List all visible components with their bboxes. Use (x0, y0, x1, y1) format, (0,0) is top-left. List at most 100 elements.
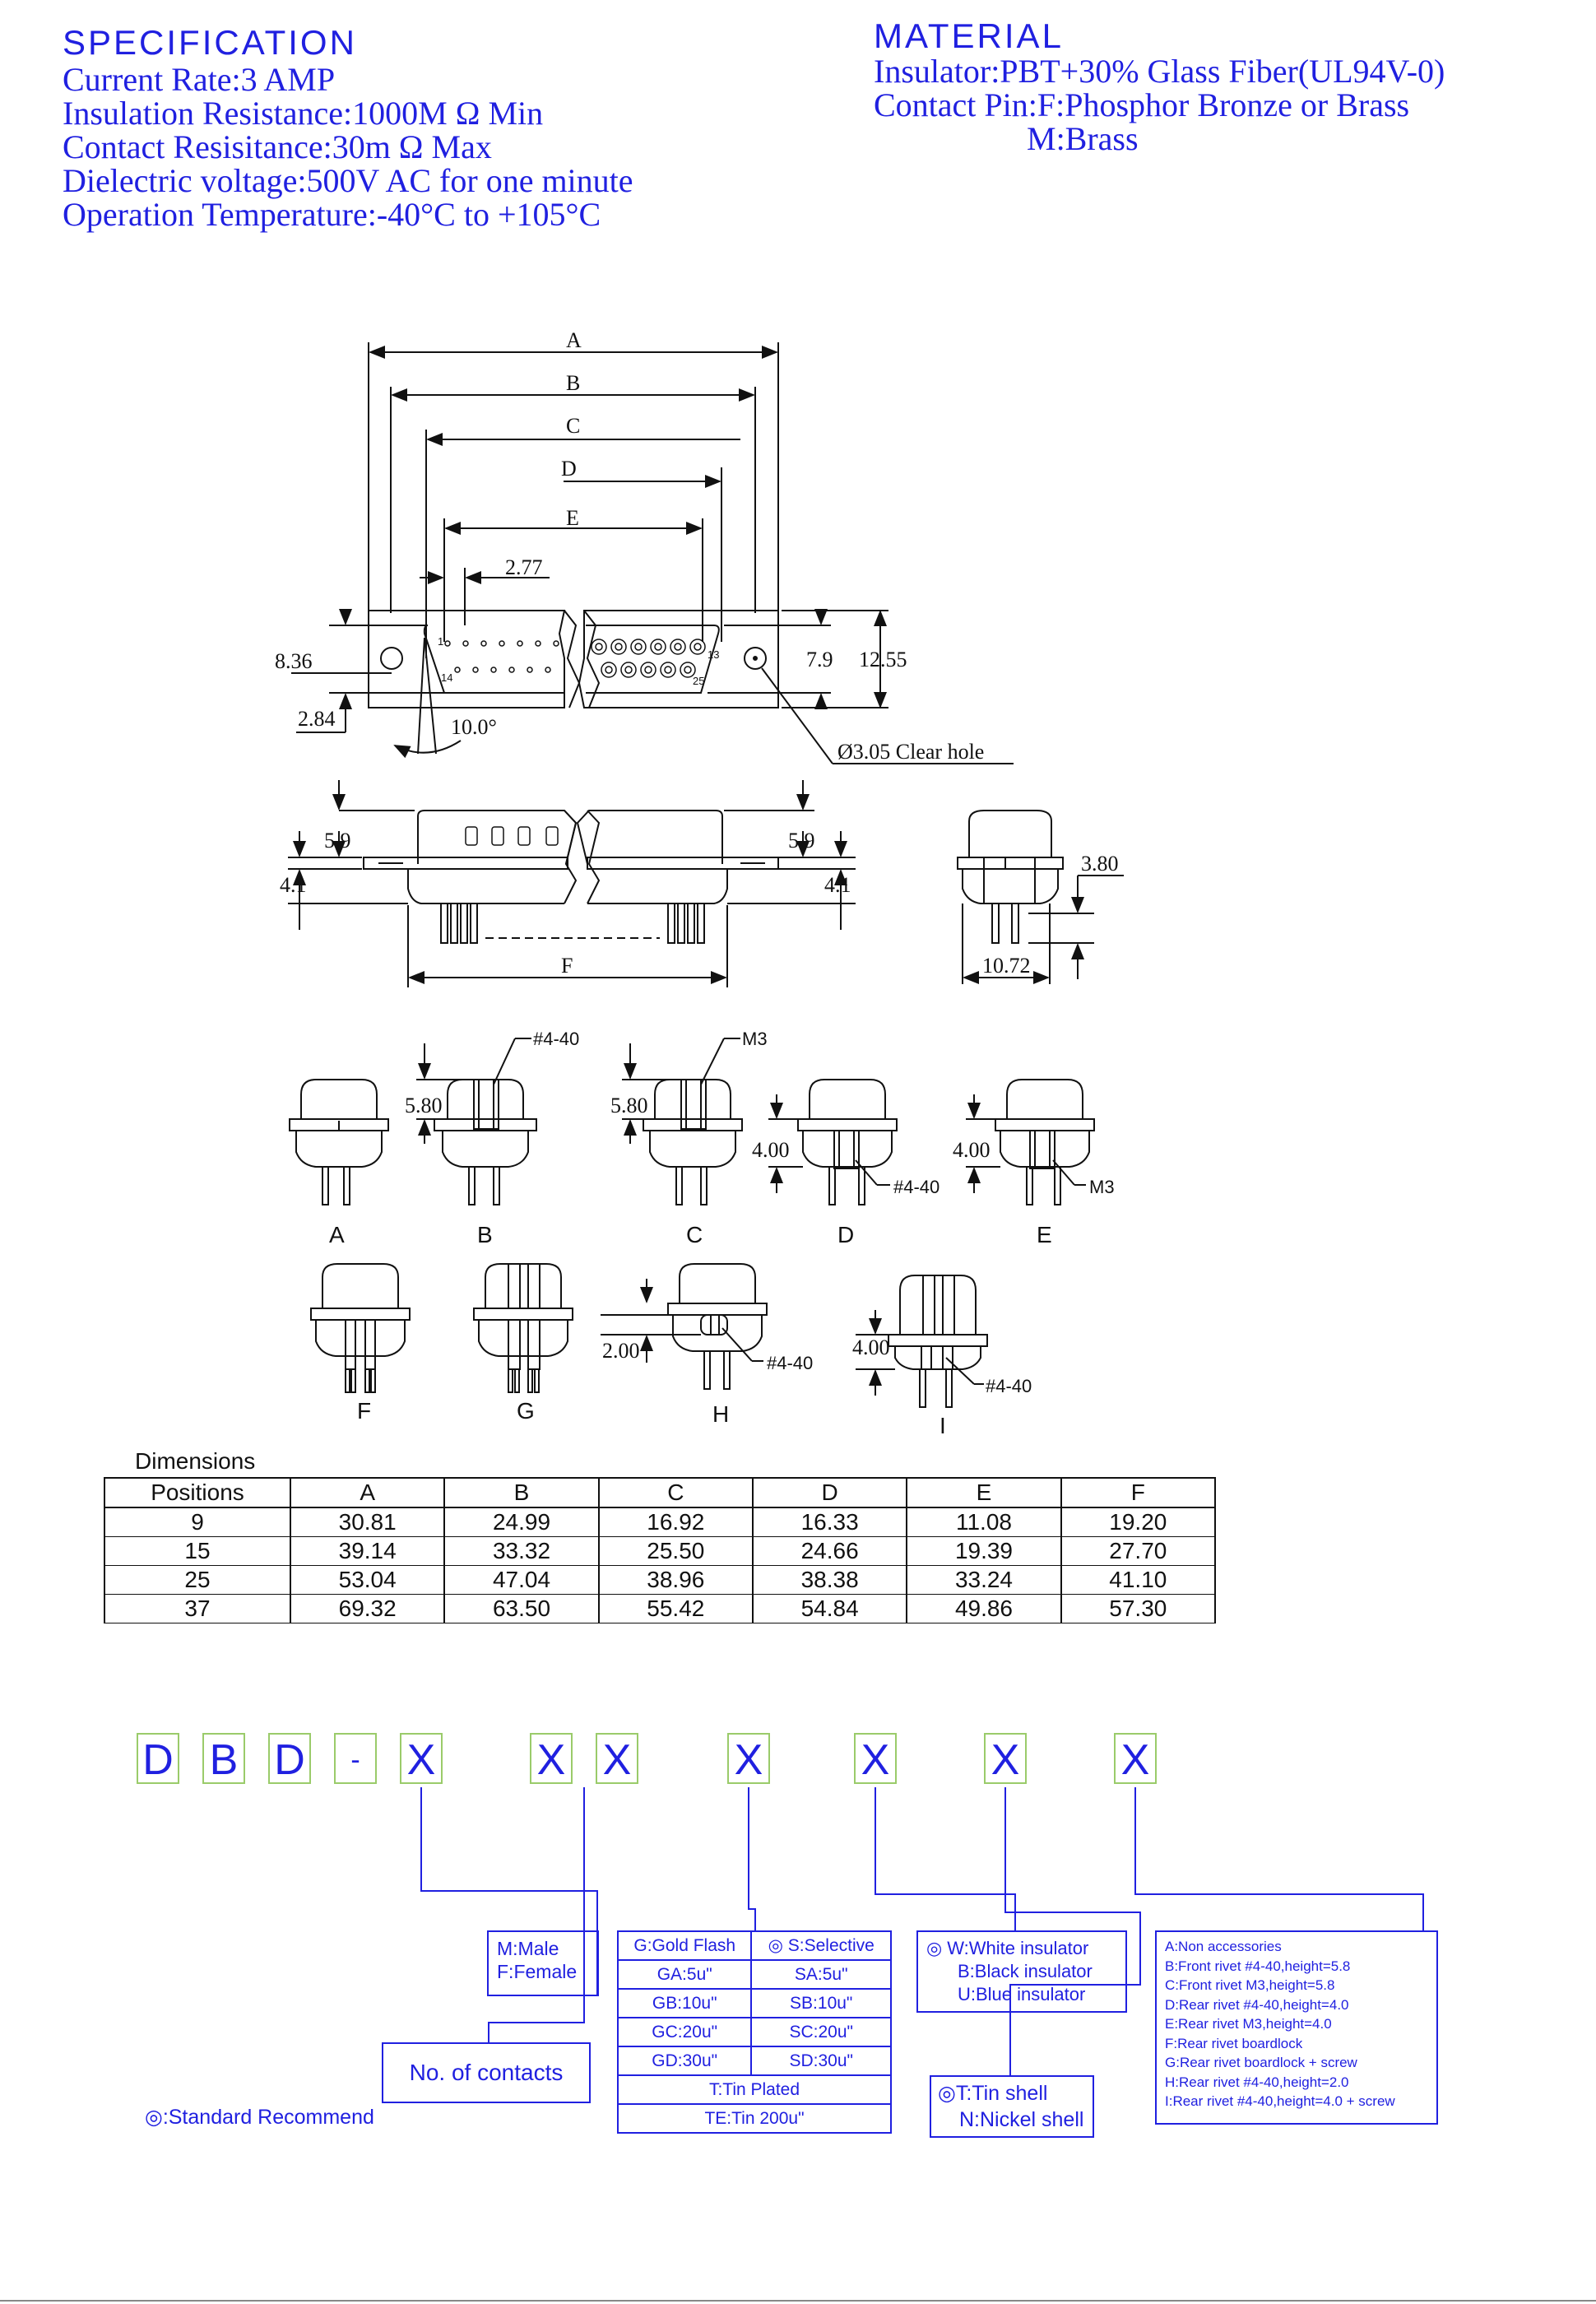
accessory-option-f: F:Rear rivet boardlock (1165, 2035, 1303, 2051)
header-positions: Positions (104, 1477, 291, 1508)
table-cell: 55.42 (597, 1594, 754, 1623)
accessory-option-a: A:Non accessories (1165, 1939, 1282, 1954)
accessory-e-label: E (1037, 1222, 1052, 1247)
table-cell: 25 (104, 1565, 291, 1595)
plating-gd: GD:30u" (616, 2046, 753, 2076)
table-cell: 19.39 (906, 1536, 1062, 1566)
accessory-g-drawing (473, 1263, 573, 1393)
header-c: C (597, 1477, 754, 1508)
dim-side-right-bottom: 4.1 (824, 873, 851, 897)
spec-operation-temperature: Operation Temperature:-40°C to +105°C (63, 196, 601, 233)
part-number-box-dash: - (334, 1733, 377, 1784)
accessory-option-c: C:Front rivet M3,height=5.8 (1165, 1977, 1335, 1993)
table-cell: 27.70 (1060, 1536, 1217, 1566)
part-number-box-shell: X (984, 1733, 1027, 1784)
accessory-option-e: E:Rear rivet M3,height=4.0 (1165, 2016, 1332, 2032)
dim-offset: 2.84 (298, 707, 336, 731)
table-row: TE:Tin 200u" (617, 2103, 892, 2134)
accessory-a-drawing (289, 1079, 389, 1205)
accessory-b-thread: #4-40 (533, 1029, 579, 1049)
table-cell: 37 (104, 1594, 291, 1623)
table-cell: 38.38 (751, 1565, 908, 1595)
accessory-d-dim: 4.00 (752, 1138, 790, 1162)
table-cell: 19.20 (1060, 1507, 1217, 1537)
accessory-i-dim: 4.00 (852, 1335, 890, 1359)
dimensions-caption: Dimensions (135, 1448, 256, 1474)
header-f: F (1060, 1477, 1217, 1508)
plating-gb: GB:10u" (616, 1988, 753, 2018)
table-row: GD:30u" SD:30u" (616, 2046, 892, 2076)
table-cell: 53.04 (289, 1565, 446, 1595)
dim-height-left: 8.36 (275, 649, 313, 673)
table-cell: 38.96 (597, 1565, 754, 1595)
table-row: G:Gold Flash ◎ S:Selective (616, 1930, 892, 1961)
shell-tin: ◎T:Tin shell (938, 2082, 1048, 2105)
table-cell: 69.32 (289, 1594, 446, 1623)
plating-gold-flash: G:Gold Flash (616, 1930, 753, 1961)
part-number-box-accessory: X (1114, 1733, 1157, 1784)
dim-e-label: E (566, 506, 579, 530)
header-a: A (289, 1477, 446, 1508)
pin-first: 1 (438, 635, 443, 648)
part-number-box-gender: X (400, 1733, 443, 1784)
part-number-leaders (420, 1787, 1424, 2077)
side-view-labels: 5.9 4.1 5.9 4.1 F 3.80 10.72 (280, 829, 1119, 978)
shell-nickel: N:Nickel shell (959, 2108, 1084, 2131)
header-b: B (443, 1477, 600, 1508)
table-row: GC:20u" SC:20u" (616, 2017, 892, 2047)
plating-tin-200: TE:Tin 200u" (617, 2103, 892, 2134)
contacts-label: No. of contacts (409, 2060, 564, 2085)
standard-recommend-note: ◎:Standard Recommend (145, 2106, 374, 2129)
insulator-options-box: ◎ W:White insulator B:Black insulator U:… (916, 1930, 1127, 2013)
accessory-b-drawing (416, 1038, 537, 1205)
dim-side-left-top: 5.9 (324, 829, 351, 852)
dim-height-right-inner: 7.9 (806, 648, 833, 671)
pin-last-row1: 13 (708, 648, 719, 661)
table-cell: 49.86 (906, 1594, 1062, 1623)
part-number-box-insulator: X (854, 1733, 897, 1784)
accessory-option-d: D:Rear rivet #4-40,height=4.0 (1165, 1996, 1349, 2013)
plating-tin: T:Tin Plated (617, 2074, 892, 2105)
material-insulator: Insulator:PBT+30% Glass Fiber(UL94V-0) (874, 53, 1445, 90)
table-cell: 11.08 (906, 1507, 1062, 1537)
table-row: 9 30.81 24.99 16.92 16.33 11.08 19.20 (104, 1507, 1217, 1537)
plating-sd: SD:30u" (750, 2046, 892, 2076)
table-cell: 30.81 (289, 1507, 446, 1537)
table-cell: 15 (104, 1536, 291, 1566)
accessory-c-dim: 5.80 (610, 1094, 648, 1117)
table-header-row: Positions A B C D E F (104, 1477, 1217, 1508)
top-view (291, 342, 1014, 764)
accessory-i-label: I (940, 1413, 946, 1438)
dim-d-label: D (561, 457, 577, 481)
plating-ga: GA:5u" (616, 1959, 753, 1990)
accessory-d-thread: #4-40 (893, 1177, 940, 1197)
plating-options-table: G:Gold Flash ◎ S:Selective GA:5u" SA:5u"… (616, 1930, 892, 2134)
material-contact-pin: Contact Pin:F:Phosphor Bronze or Brass (874, 86, 1410, 123)
accessory-e-drawing (966, 1079, 1095, 1205)
accessory-option-b: B:Front rivet #4-40,height=5.8 (1165, 1958, 1351, 1974)
pin-last-row2: 25 (693, 675, 704, 687)
table-cell: 16.33 (751, 1507, 908, 1537)
accessory-c-label: C (686, 1222, 703, 1247)
accessory-d-label: D (837, 1222, 854, 1247)
end-view (957, 810, 1124, 984)
contacts-box: No. of contacts (382, 2042, 591, 2103)
accessory-h-dim: 2.00 (602, 1339, 640, 1363)
table-cell: 33.24 (906, 1565, 1062, 1595)
dim-pitch: 2.77 (505, 555, 543, 579)
accessory-options-box: A:Non accessories B:Front rivet #4-40,he… (1155, 1930, 1438, 2125)
plating-sb: SB:10u" (750, 1988, 892, 2018)
spec-current-rate: Current Rate:3 AMP (63, 61, 336, 98)
gender-male: M:Male (497, 1938, 559, 1959)
page-bottom-rule (0, 2300, 1596, 2302)
specification-heading: SPECIFICATION (63, 23, 357, 62)
material-contact-pin-male: M:Brass (1027, 120, 1139, 157)
accessory-b-dim: 5.80 (405, 1094, 443, 1117)
specification-list: Current Rate:3 AMP Insulation Resistance… (63, 63, 633, 231)
table-cell: 63.50 (443, 1594, 600, 1623)
header-d: D (751, 1477, 908, 1508)
accessory-i-drawing (856, 1275, 988, 1408)
dim-f-label: F (561, 954, 573, 978)
dim-pin-length: 3.80 (1081, 852, 1119, 876)
dim-side-right-top: 5.9 (788, 829, 815, 852)
